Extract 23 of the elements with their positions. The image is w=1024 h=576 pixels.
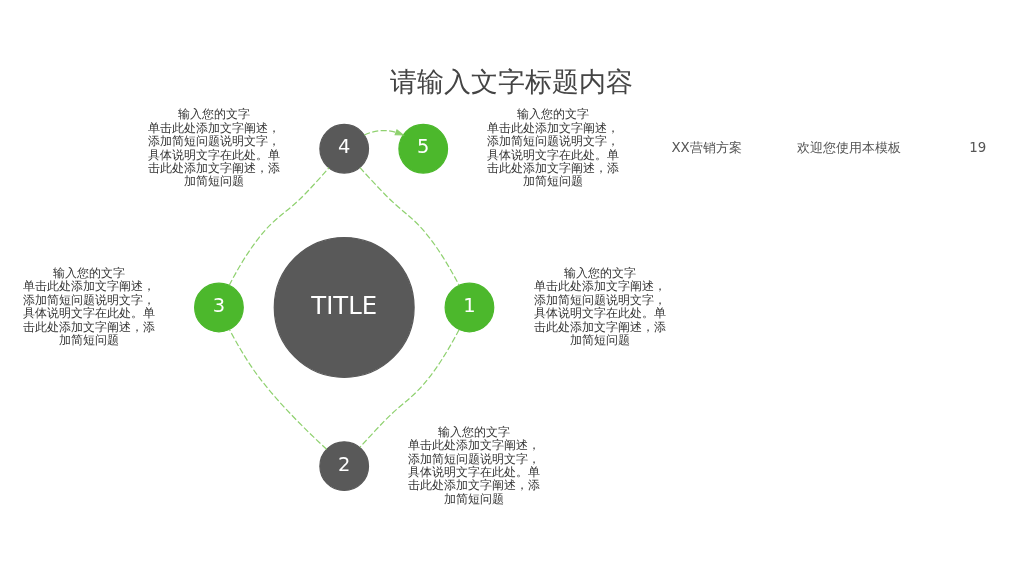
node-label: 单击此处添加文字阐述，添加简短问题说明文字，具体说明文字在此处。单击此处添加文字阐述，添加简短问题 — [408, 438, 541, 506]
node-label: 输入您的文字 — [178, 107, 251, 122]
node-circle: 4 — [319, 123, 370, 174]
node-circle: 2 — [319, 441, 370, 492]
node-circle: TITLE — [273, 236, 415, 378]
node-label: 输入您的文字 — [438, 424, 511, 439]
label: 欢迎您使用本模板 — [796, 140, 901, 156]
node-circle: 5 — [398, 123, 449, 174]
connector — [359, 167, 460, 286]
node-circle: 3 — [194, 282, 244, 333]
diagram-title: 请输入文字标题内容 — [390, 66, 634, 98]
label: XX营销方案 — [671, 140, 742, 156]
connector — [228, 167, 330, 286]
node-circle: 1 — [444, 282, 495, 333]
arrow — [363, 128, 405, 136]
node-label: 单击此处添加文字阐述，添加简短问题说明文字，具体说明文字在此处。单击此处添加文字阐述，添加简短问题 — [533, 279, 666, 347]
node-label: 单击此处添加文字阐述，添加简短问题说明文字，具体说明文字在此处。单击此处添加文字阐述，添加简短问题 — [148, 120, 281, 189]
connector — [359, 329, 460, 448]
label: 19 — [969, 140, 987, 156]
connector — [228, 329, 328, 450]
node-label: 输入您的文字 — [517, 107, 590, 122]
node-label: 单击此处添加文字阐述，添加简短问题说明文字，具体说明文字在此处。单击此处添加文字阐述，添加简短问题 — [487, 120, 620, 189]
node-label: 单击此处添加文字阐述，添加简短问题说明文字，具体说明文字在此处。单击此处添加文字阐述，添加简短问题 — [22, 279, 155, 347]
